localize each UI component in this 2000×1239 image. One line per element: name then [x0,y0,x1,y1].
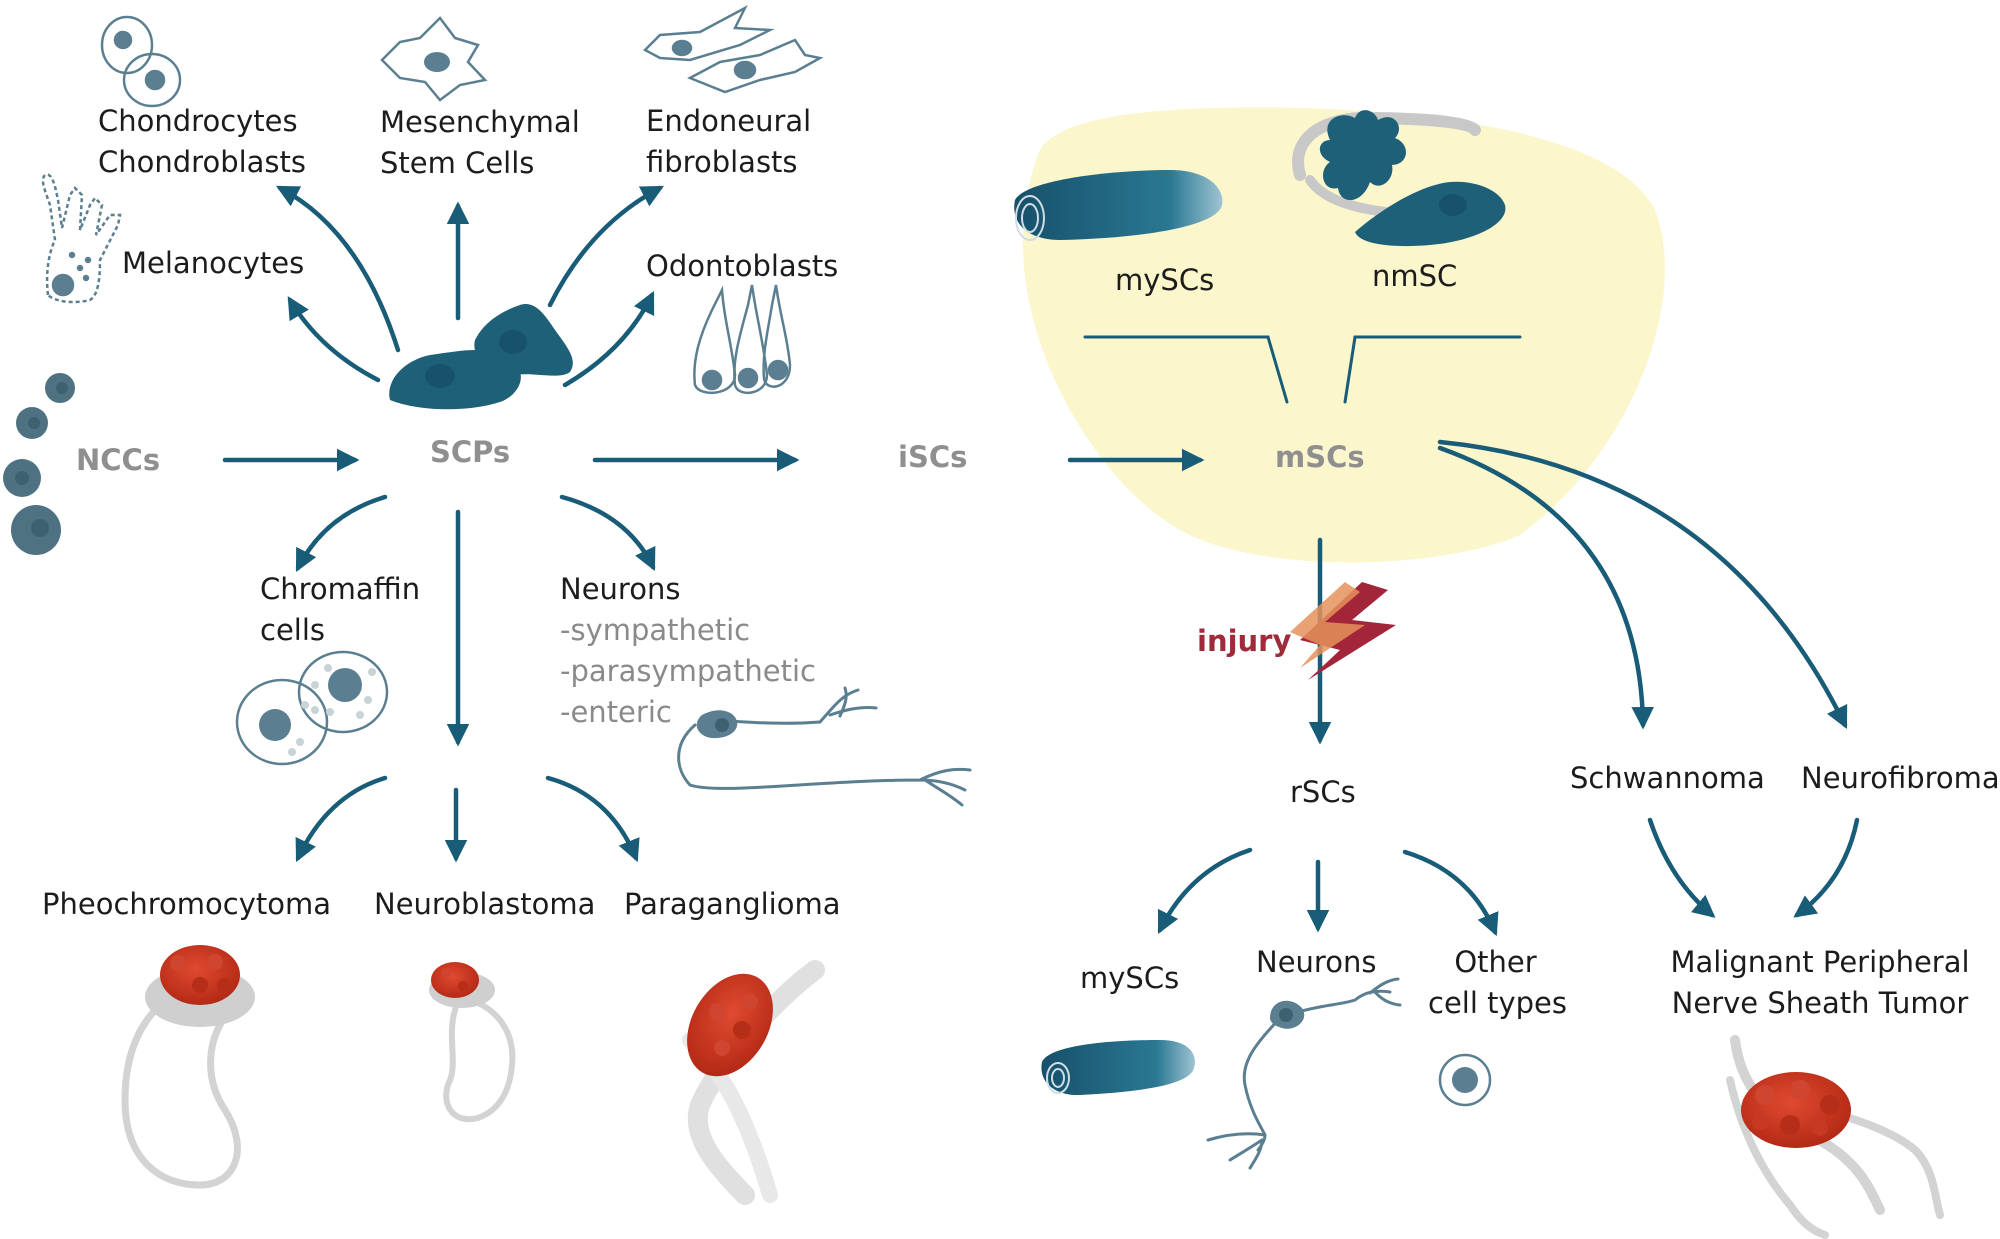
non-myelinating-sc-top [1292,110,1506,247]
label-odontoblasts: Odontoblasts [646,249,839,283]
arrow-to-paraganglioma [545,775,640,863]
arrow-msc-to-schwannoma [1437,445,1654,730]
label-parasympathetic: -parasympathetic [560,654,817,688]
arrow-scp-to-melanocytes [287,296,381,383]
arrow-scp-to-chromaffin [295,494,388,573]
node-scps: SCPs [430,435,511,469]
scp-cells [389,304,573,410]
label-other-line1: Other [1454,945,1537,979]
paraganglioma-illustration [682,960,825,1205]
arrows [222,185,1860,937]
melanocyte-cell [41,173,122,304]
arrow-msc-to-neurofibroma [1437,439,1848,730]
label-endoneural: Endoneural fibroblasts [646,101,811,183]
label-neurofibroma: Neurofibroma [1801,761,2000,795]
label-chromaffin: Chromaffin cells [260,569,420,651]
arrow-scp-to-chondro [276,185,401,353]
label-chromaffin-line1: Chromaffin [260,572,421,606]
label-mpnst-line2: Nerve Sheath Tumor [1671,986,1969,1020]
label-myscs-top: mySCs [1115,263,1215,297]
ncc-cells [3,373,75,555]
mpnst-tumor [1741,1072,1851,1148]
label-injury: injury [1197,624,1292,658]
label-nmsc: nmSC [1372,259,1458,293]
myelinating-sc-bottom [1041,1040,1195,1096]
label-schwannoma: Schwannoma [1570,761,1765,795]
arrow-rsc-to-myscs [1157,847,1253,935]
label-myscs-bottom: mySCs [1080,961,1180,995]
mesenchymal-cell [380,16,488,102]
label-chondro: Chondrocytes Chondroblasts [98,101,306,183]
arrow-rsc-to-other [1402,849,1499,937]
label-endoneural-line1: Endoneural [646,104,812,138]
bracket-right [1343,335,1522,404]
label-melanocytes: Melanocytes [122,246,305,280]
node-mscs: mSCs [1275,440,1365,474]
label-neurons-repair: Neurons [1256,945,1377,979]
label-mpnst: Malignant Peripheral Nerve Sheath Tumor [1660,942,1980,1024]
chondrocyte-cells [100,15,182,108]
bracket-left [1083,335,1289,404]
label-neurons-scp: Neurons -sympathetic -parasympathetic -e… [560,569,816,733]
label-paraganglioma: Paraganglioma [624,887,841,921]
label-mesenchymal-line2: Stem Cells [380,146,535,180]
label-chondrocytes: Chondrocytes [98,104,298,138]
chromaffin-cells [235,650,389,766]
label-enteric: -enteric [560,695,672,729]
label-rscs: rSCs [1290,775,1356,809]
fibroblast-cells [642,5,824,94]
myelinating-sc-top [1014,170,1223,241]
other-cell [1438,1053,1492,1107]
pheochromocytoma-illustration [121,945,255,1189]
label-endoneural-line2: fibroblasts [646,145,798,179]
node-nccs: NCCs [76,443,161,477]
arrow-neurofibroma-to-mpnst [1793,817,1860,918]
label-neuroblastoma: Neuroblastoma [374,887,596,921]
label-mpnst-line1: Malignant Peripheral [1670,945,1970,979]
arrow-to-pheochromocytoma [295,775,388,863]
label-neurons-heading: Neurons [560,572,681,606]
label-mesenchymal: Mesenchymal Stem Cells [380,102,580,184]
odontoblast-cells [693,284,792,395]
label-chondroblasts: Chondroblasts [98,145,307,179]
arrow-scp-to-odontoblasts [562,290,655,388]
arrow-scp-to-neurons [559,494,656,572]
label-chromaffin-line2: cells [260,613,326,647]
label-mesenchymal-line1: Mesenchymal [380,105,580,139]
injury-lightning-icon [1290,582,1396,680]
arrow-scp-to-endoneural [547,185,664,308]
label-other-cell-types: Other cell types [1428,942,1568,1024]
label-sympathetic: -sympathetic [560,613,751,647]
arrow-schwannoma-to-mpnst [1647,817,1716,918]
label-other-line2: cell types [1428,986,1568,1020]
neuron-cell-right [1206,977,1402,1170]
neuron-cell-left [677,686,972,807]
label-pheochromocytoma: Pheochromocytoma [42,887,332,921]
neuroblastoma-illustration [429,962,516,1123]
node-iscs: iSCs [898,440,968,474]
